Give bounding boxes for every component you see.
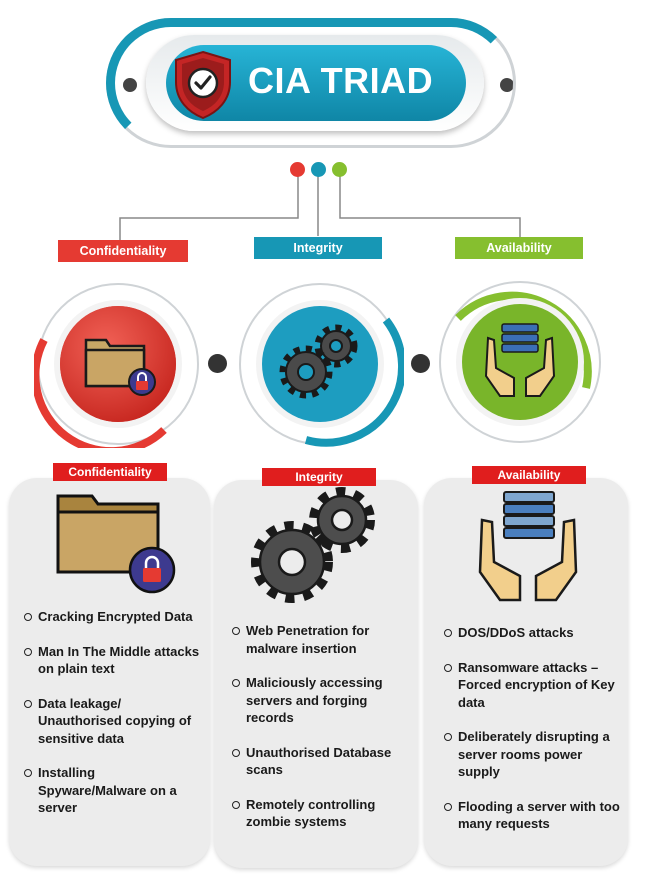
confidentiality-list: Cracking Encrypted Data Man In The Middl… <box>24 608 202 834</box>
list-item: Web Penetration for malware insertion <box>232 622 410 657</box>
page-title: CIA TRIAD <box>248 60 434 101</box>
hands-server-icon <box>472 490 584 602</box>
card-label-integrity: Integrity <box>262 468 376 486</box>
list-item: DOS/DDoS attacks <box>444 624 620 642</box>
card-label-confidentiality: Confidentiality <box>53 463 167 481</box>
list-item: Deliberately disrupting a server rooms p… <box>444 728 620 781</box>
label-availability: Availability <box>455 237 583 259</box>
availability-panel <box>424 478 628 866</box>
list-item: Ransomware attacks – Forced encryption o… <box>444 659 620 712</box>
list-item: Man In The Middle attacks on plain text <box>24 643 202 678</box>
header-accent-arc <box>106 18 516 148</box>
list-item: Cracking Encrypted Data <box>24 608 202 626</box>
connector-dot-blue <box>311 162 326 177</box>
connector-lines <box>119 176 521 240</box>
list-item: Unauthorised Database scans <box>232 744 410 779</box>
gears-icon <box>246 486 380 608</box>
circle-connector-dot-1 <box>208 354 227 373</box>
list-item: Installing Spyware/Malware on a server <box>24 764 202 817</box>
label-confidentiality: Confidentiality <box>58 240 188 262</box>
circle-connector-dot-2 <box>411 354 430 373</box>
list-item: Flooding a server with too many requests <box>444 798 620 833</box>
list-item: Remotely controlling zombie systems <box>232 796 410 831</box>
availability-list: DOS/DDoS attacks Ransomware attacks – Fo… <box>444 624 620 850</box>
connector-dot-green <box>332 162 347 177</box>
hands-server-icon <box>480 318 560 400</box>
locked-folder-icon <box>80 330 160 400</box>
label-integrity: Integrity <box>254 237 382 259</box>
shield-check-icon <box>172 50 234 120</box>
locked-folder-icon <box>54 486 180 594</box>
card-label-availability: Availability <box>472 466 586 484</box>
list-item: Maliciously accessing servers and forgin… <box>232 674 410 727</box>
gears-icon <box>276 320 366 404</box>
availability-circle <box>436 278 604 446</box>
integrity-list: Web Penetration for malware insertion Ma… <box>232 622 410 848</box>
list-item: Data leakage/ Unauthorised copying of se… <box>24 695 202 748</box>
connector-dot-red <box>290 162 305 177</box>
